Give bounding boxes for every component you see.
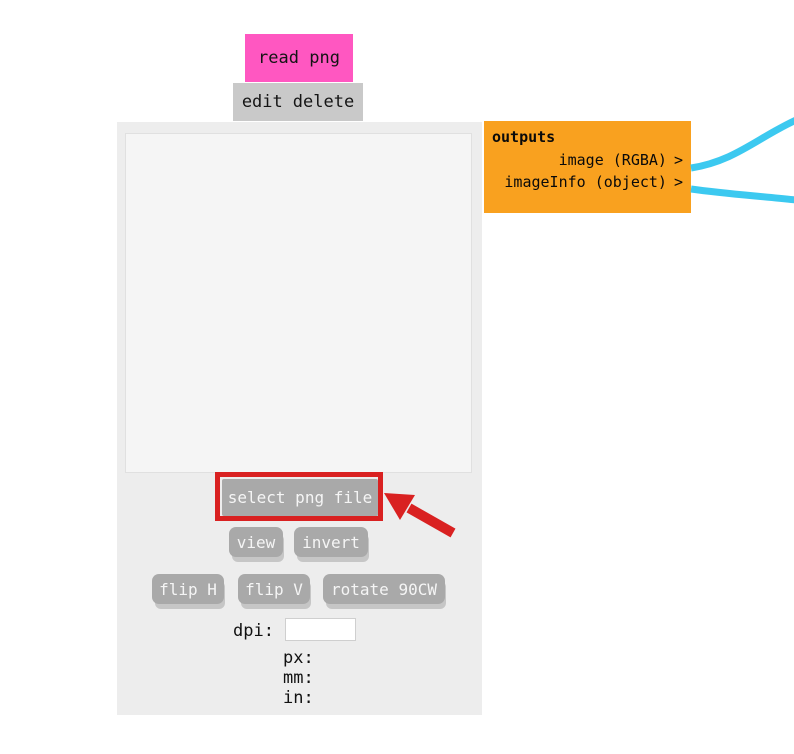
outputs-header: outputs <box>492 128 556 146</box>
flip-h-button[interactable]: flip H <box>152 574 224 604</box>
output-port-imageinfo-label: imageInfo (object) <box>504 173 667 191</box>
port-connector-icon: > <box>673 151 683 169</box>
output-port-imageinfo[interactable]: imageInfo (object) > <box>492 171 683 193</box>
edit-button[interactable]: edit <box>241 92 283 112</box>
dpi-label: dpi: <box>233 621 274 641</box>
select-png-file-button[interactable]: select png file <box>222 479 378 516</box>
wire-image-output[interactable] <box>690 117 794 172</box>
node-title-bar[interactable]: read png <box>245 34 353 82</box>
wire-imageinfo-output[interactable] <box>690 185 794 204</box>
flip-v-button[interactable]: flip V <box>238 574 310 604</box>
node-title-label: read png <box>258 48 340 68</box>
rotate-90cw-button[interactable]: rotate 90CW <box>323 574 445 604</box>
outputs-panel: outputs image (RGBA) > imageInfo (object)… <box>484 121 691 213</box>
invert-button[interactable]: invert <box>294 527 368 557</box>
output-port-image[interactable]: image (RGBA) > <box>492 149 683 171</box>
view-button[interactable]: view <box>229 527 283 557</box>
delete-button[interactable]: delete <box>292 92 355 112</box>
px-label: px: <box>283 648 314 668</box>
output-port-image-label: image (RGBA) <box>558 151 667 169</box>
port-connector-icon: > <box>673 173 683 191</box>
node-toolbar: edit delete <box>233 83 363 121</box>
image-preview-area <box>125 133 472 473</box>
in-label: in: <box>283 688 314 708</box>
dpi-input[interactable] <box>285 618 356 641</box>
mm-label: mm: <box>283 668 314 688</box>
